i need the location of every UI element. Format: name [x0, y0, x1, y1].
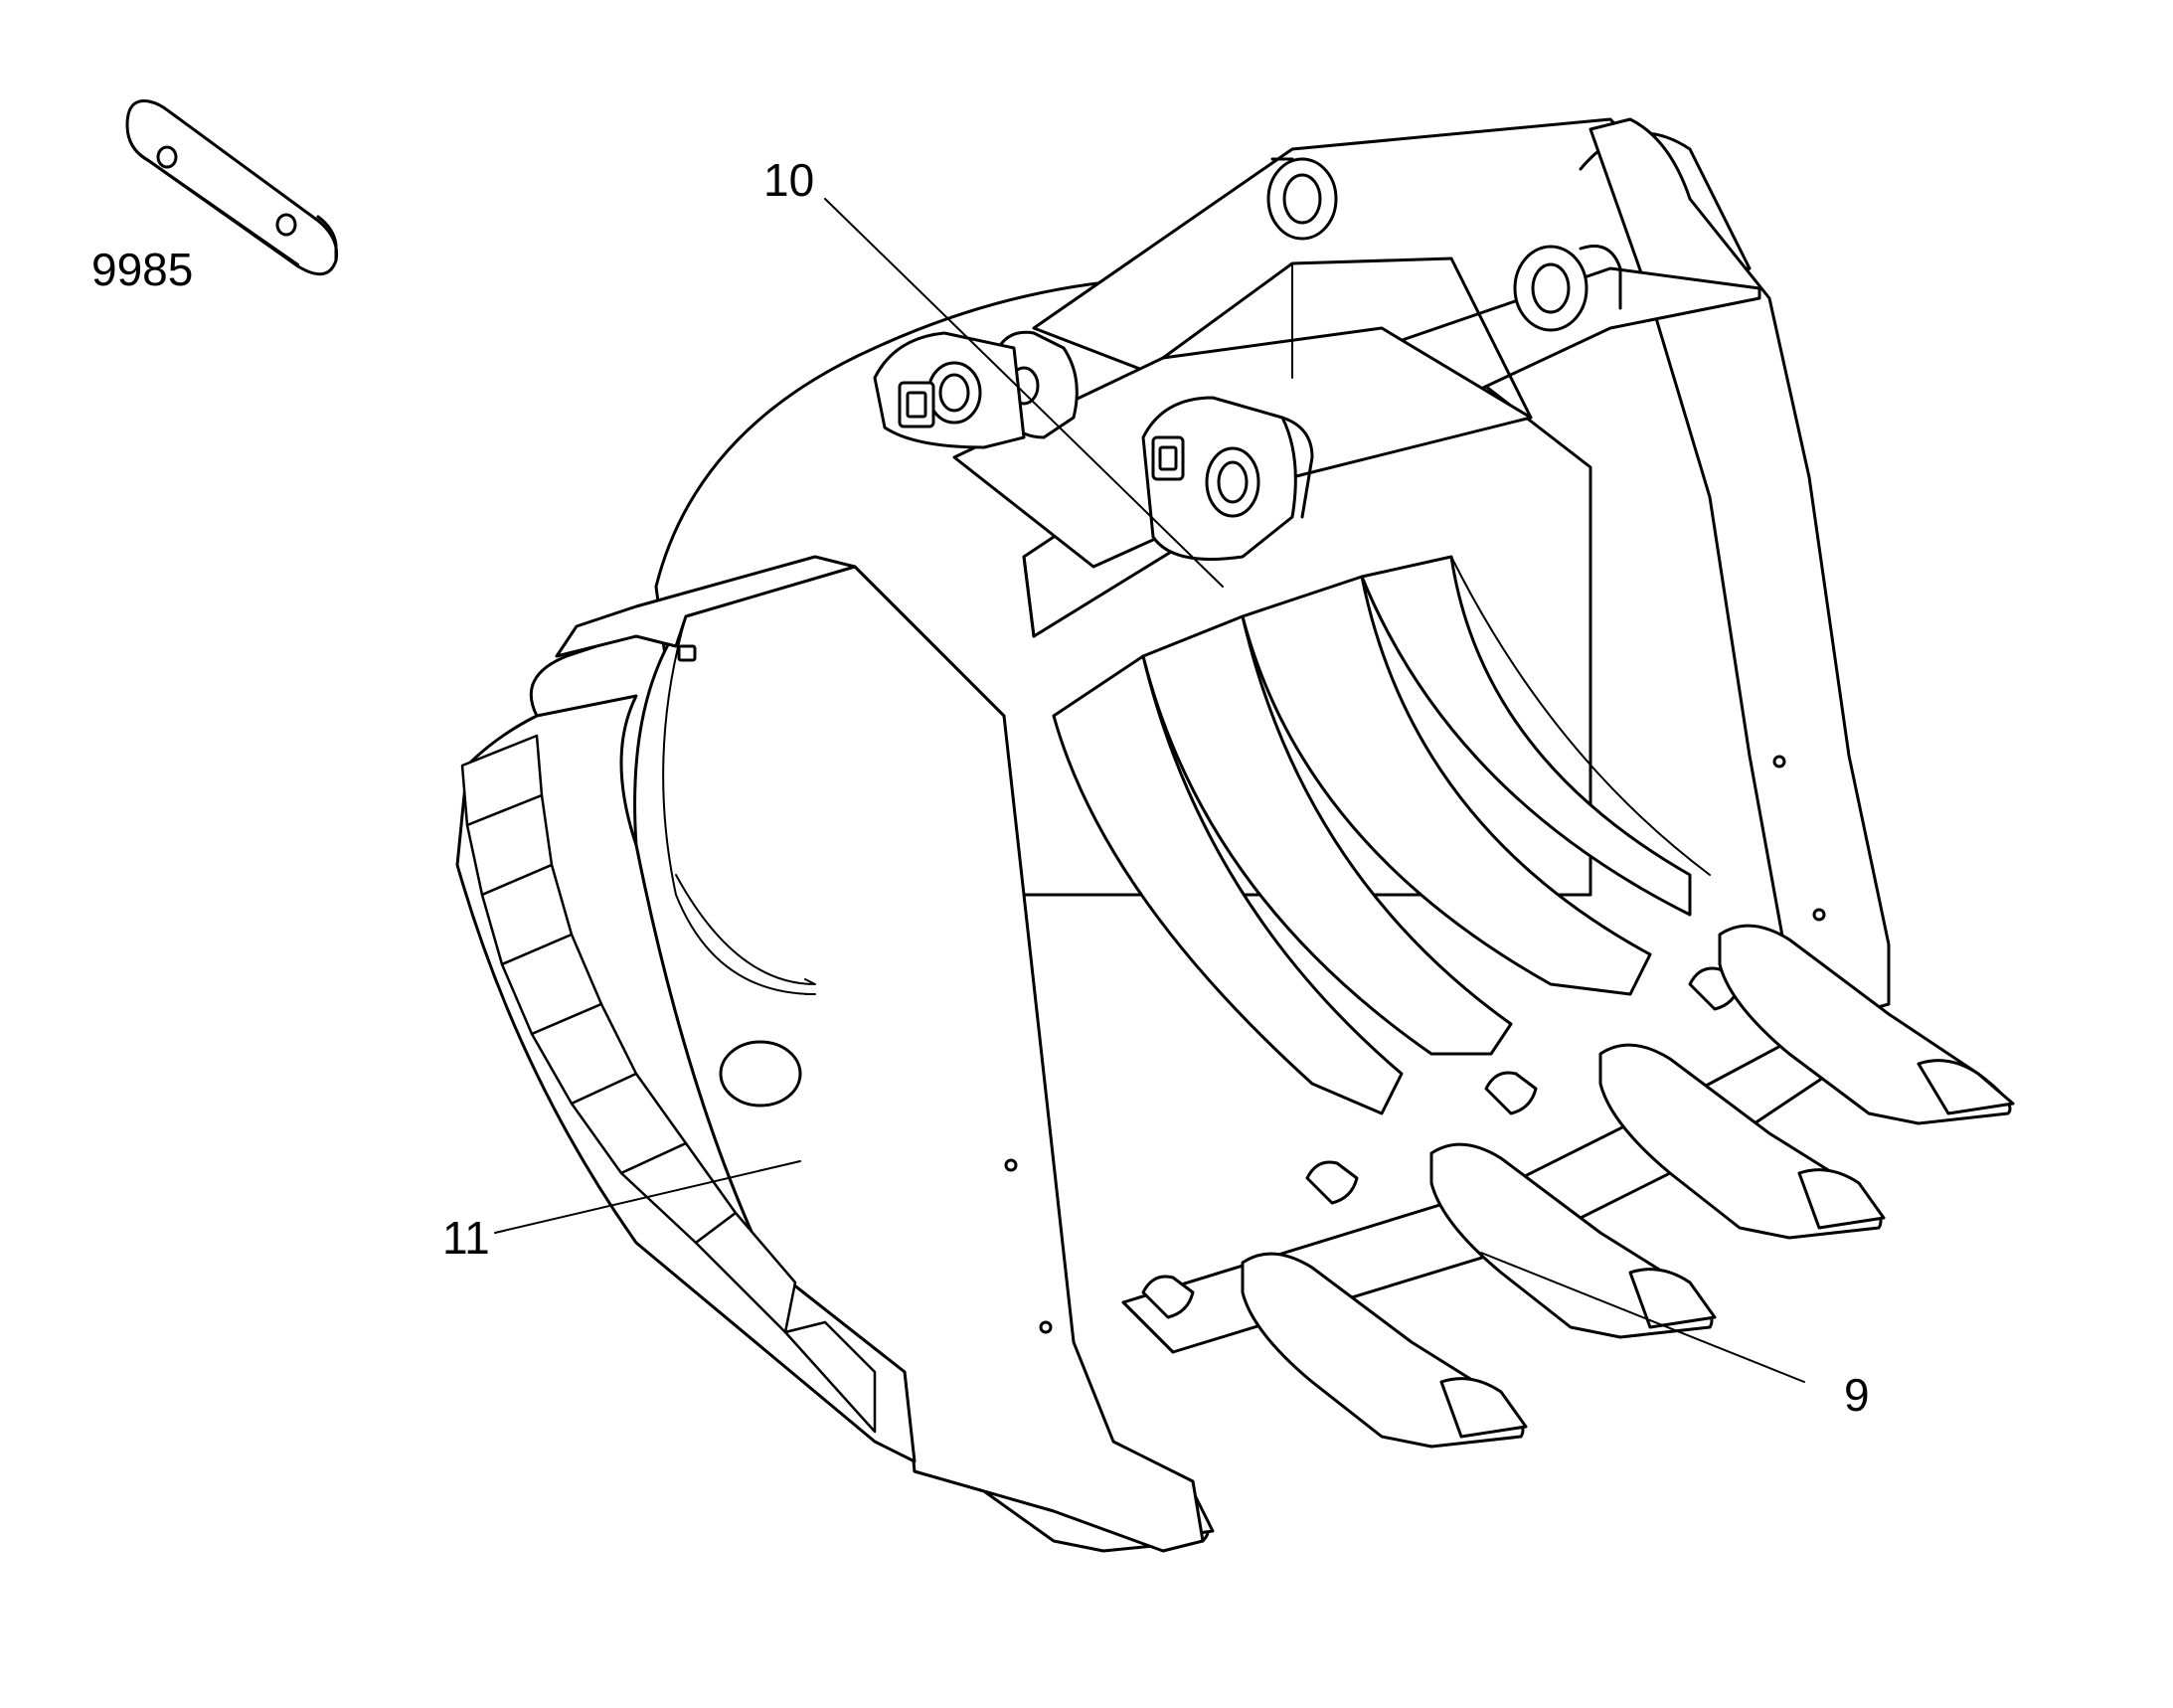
tooth-adapters [1141, 966, 1742, 1319]
callout-10: 10 [763, 154, 815, 206]
callout-11: 11 [442, 1212, 490, 1264]
leader-lines [494, 198, 1805, 1383]
wear-blocks [460, 734, 877, 1434]
leader-line-10 [824, 198, 1224, 588]
callout-9985: 9985 [91, 244, 194, 295]
plate-9985 [125, 99, 339, 276]
leader-line-11 [494, 1160, 801, 1234]
callout-9: 9 [1844, 1369, 1870, 1421]
bucket-body [455, 117, 2015, 1553]
leader-line-9 [1480, 1252, 1805, 1383]
